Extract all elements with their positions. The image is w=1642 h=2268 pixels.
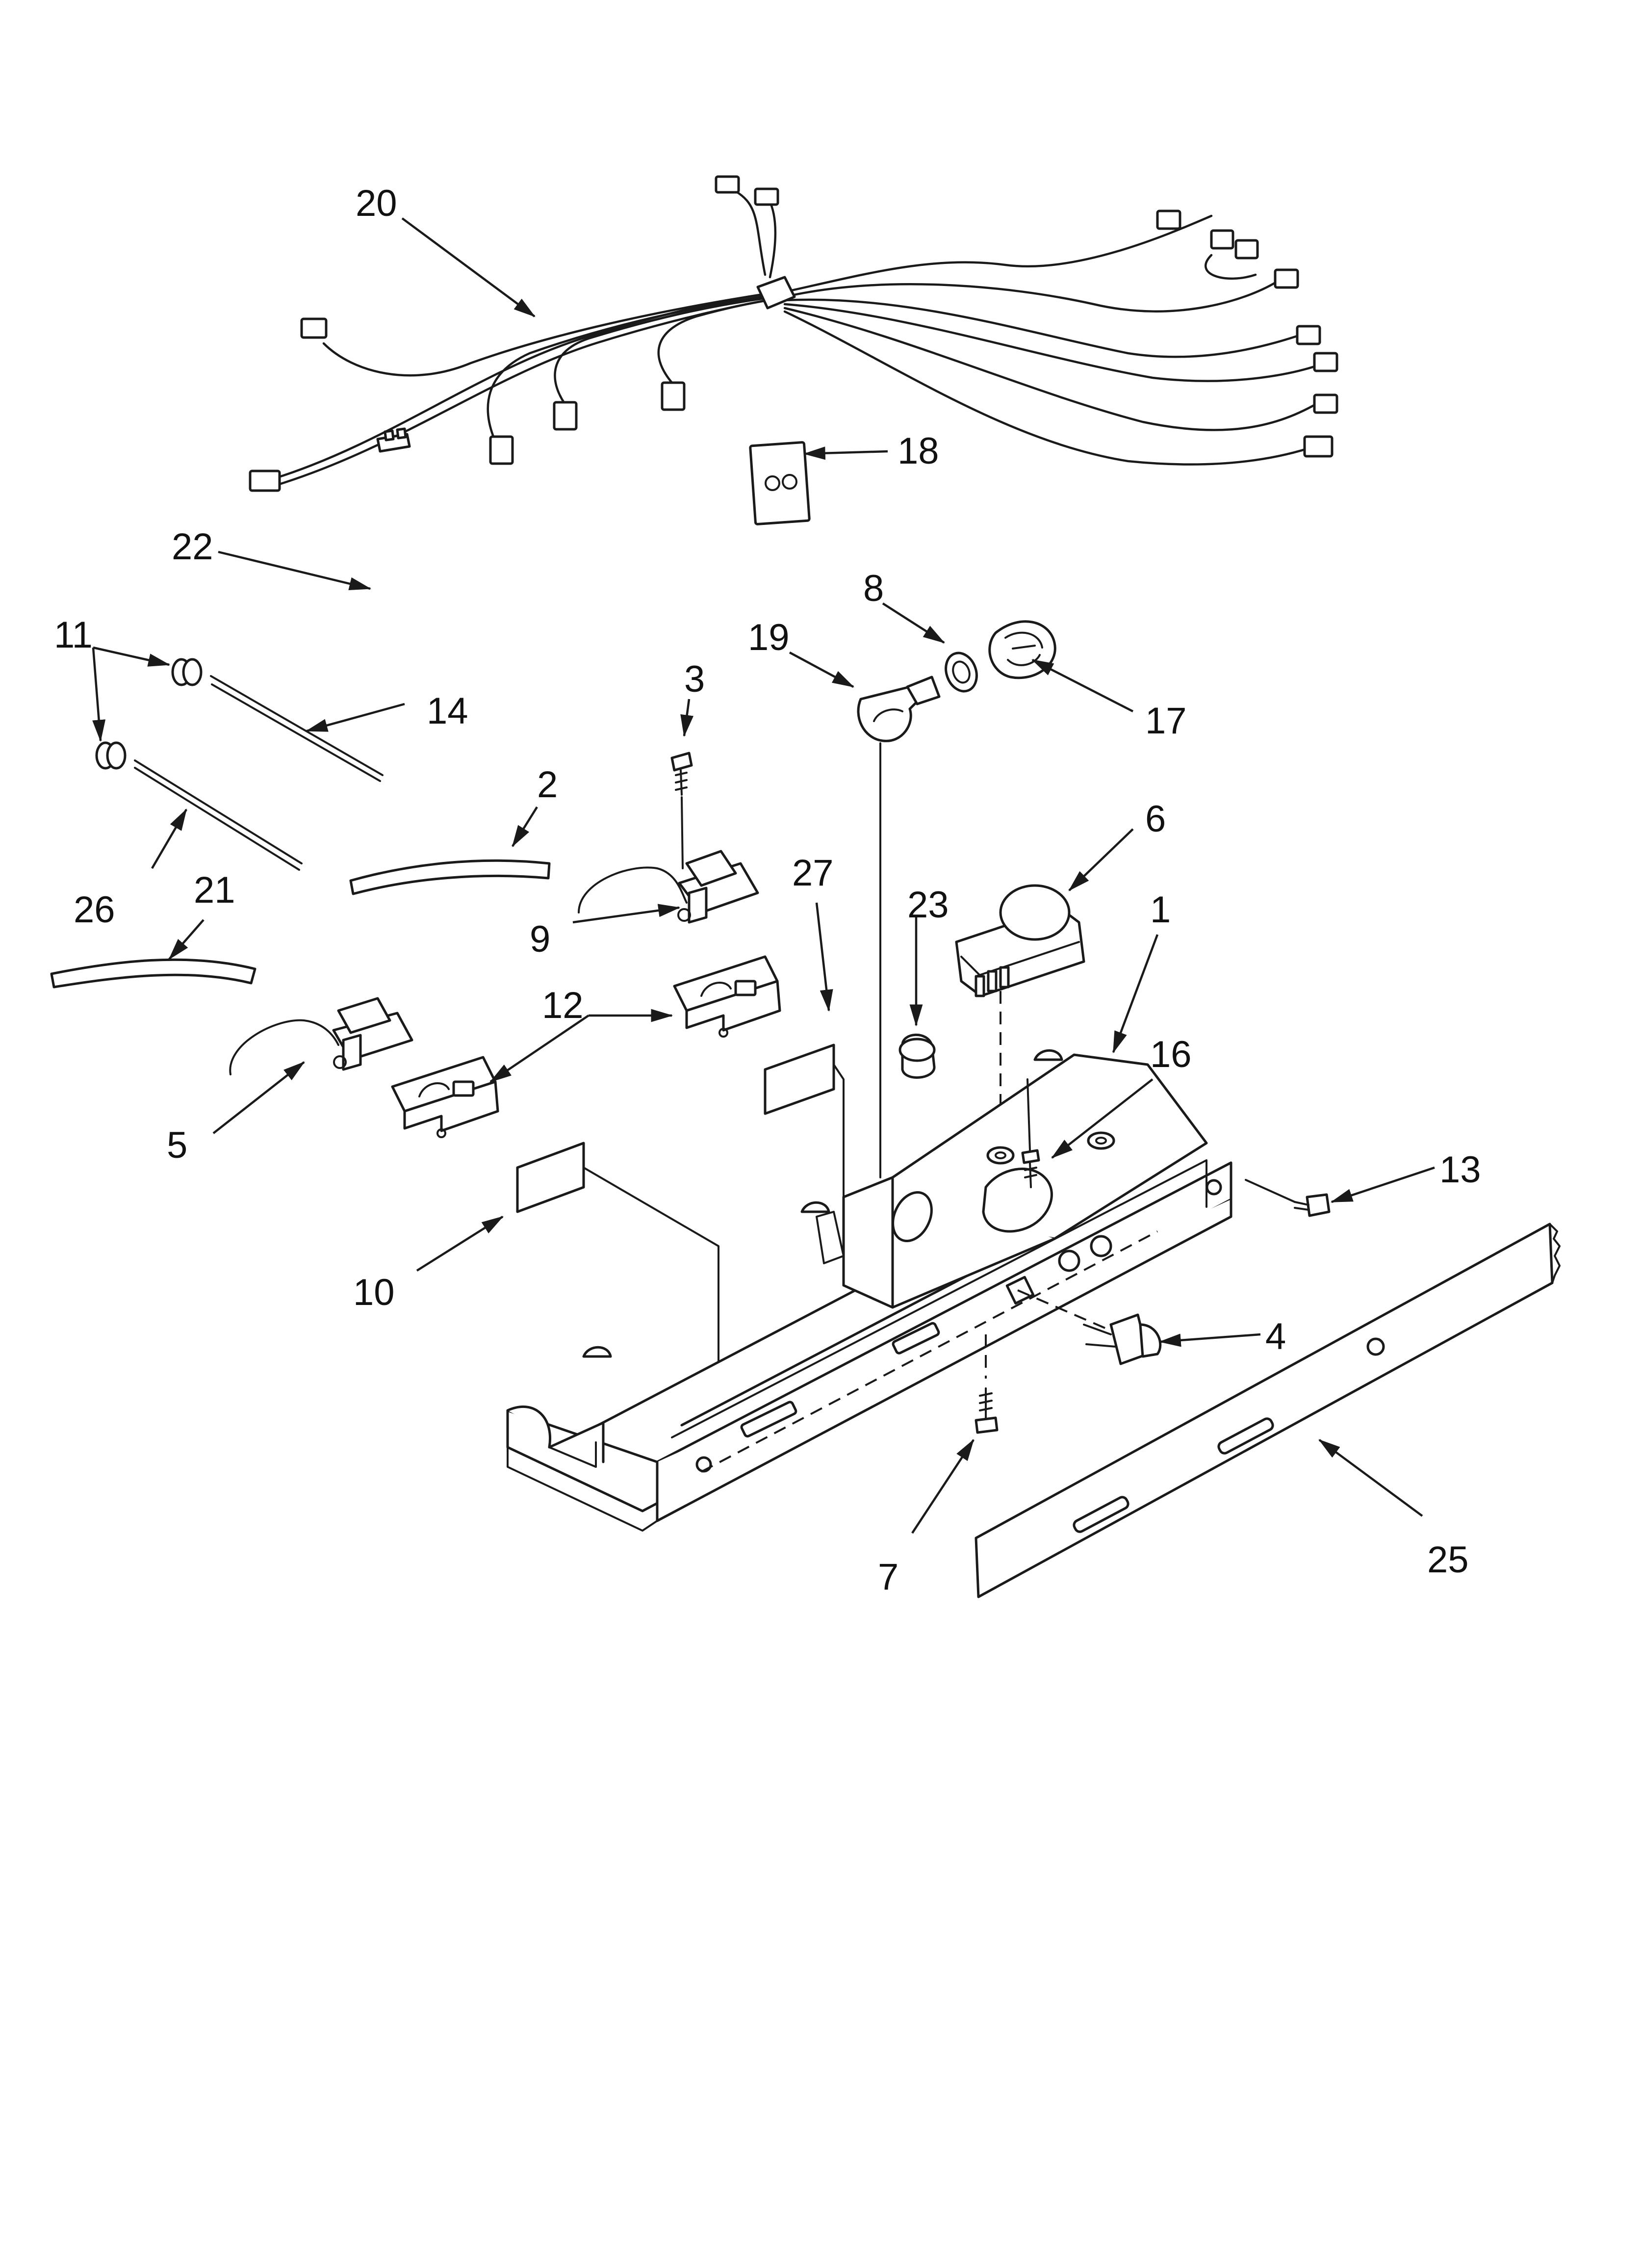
callout-3: 3 <box>684 658 705 700</box>
trim-strip <box>975 1223 1561 1598</box>
insulator-block <box>749 441 811 525</box>
callout-2: 2 <box>537 764 558 806</box>
wire-harness <box>249 175 1338 492</box>
label-10 <box>516 1142 719 1404</box>
callout-labels: 20 18 22 8 19 17 3 11 14 2 26 21 9 27 23… <box>54 182 1481 1598</box>
plug-button <box>898 1033 936 1079</box>
callout-17: 17 <box>1145 700 1187 742</box>
switch-9 <box>578 850 759 924</box>
callout-21: 21 <box>194 869 235 911</box>
callout-19: 19 <box>748 617 790 658</box>
callout-7: 7 <box>878 1556 898 1598</box>
callout-4: 4 <box>1265 1316 1286 1357</box>
callout-14: 14 <box>427 690 468 732</box>
callout-27: 27 <box>792 852 834 894</box>
callout-6: 6 <box>1145 798 1166 840</box>
callout-22: 22 <box>172 526 213 568</box>
defrost-timer <box>955 884 1085 1153</box>
callout-5: 5 <box>167 1124 187 1166</box>
bracket-12b <box>391 1056 499 1138</box>
switch-5 <box>229 997 413 1075</box>
callout-1: 1 <box>1150 889 1171 931</box>
socket-housing <box>988 620 1056 679</box>
screw <box>670 752 693 869</box>
control-housing <box>506 1049 1232 1532</box>
tubes <box>50 859 551 989</box>
callout-20: 20 <box>356 182 397 224</box>
callout-26: 26 <box>74 889 115 931</box>
callout-25: 25 <box>1427 1539 1469 1581</box>
screw-7 <box>975 1334 999 1434</box>
light-bulb <box>857 676 941 1178</box>
callout-18: 18 <box>898 430 939 472</box>
lamp-socket <box>945 652 978 693</box>
callout-16: 16 <box>1150 1034 1192 1075</box>
callout-13: 13 <box>1439 1149 1481 1191</box>
label-27 <box>764 1043 845 1286</box>
leader-lines <box>92 217 1435 1534</box>
rods-and-grommets <box>95 658 384 871</box>
screw-13 <box>1245 1179 1331 1217</box>
callout-9: 9 <box>530 918 550 960</box>
clip <box>376 427 411 453</box>
callout-8: 8 <box>863 568 884 609</box>
callout-12: 12 <box>542 985 584 1026</box>
callout-23: 23 <box>907 884 949 926</box>
callout-11: 11 <box>54 614 93 656</box>
callout-10: 10 <box>353 1272 395 1313</box>
cover-plate <box>982 1078 1053 1233</box>
bracket-12a <box>673 955 781 1038</box>
